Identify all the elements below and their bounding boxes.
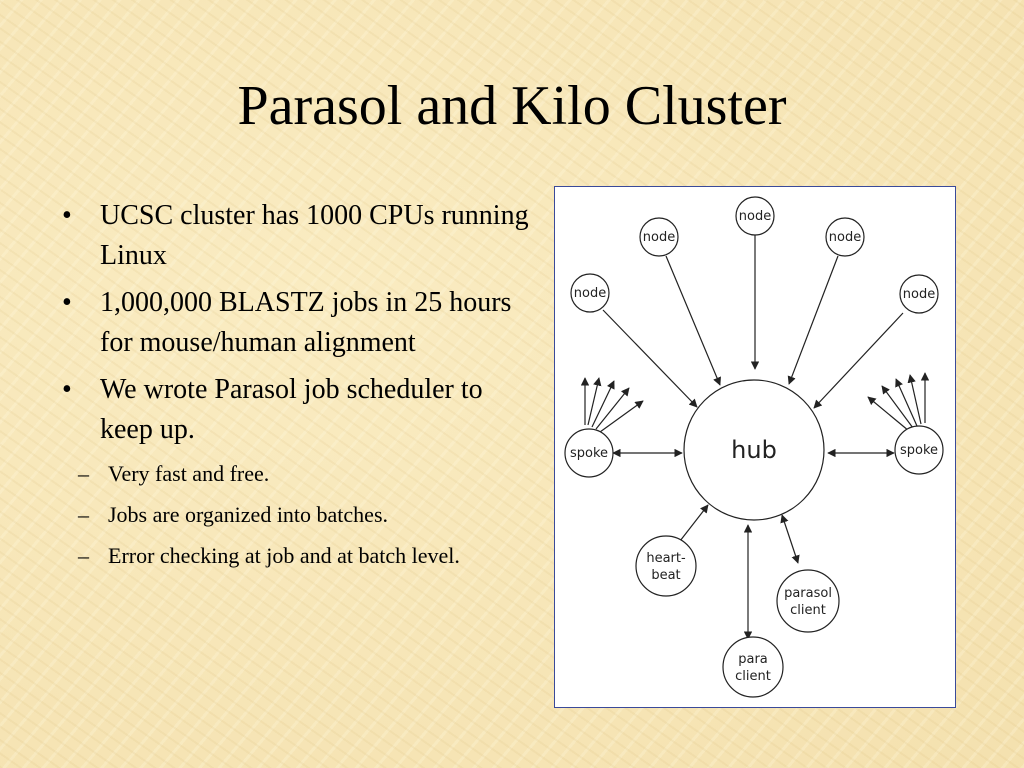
arrow-node-left — [602, 309, 698, 408]
bullet-item: We wrote Parasol job scheduler to keep u… — [62, 370, 542, 571]
bullet-item: UCSC cluster has 1000 CPUs running Linux — [62, 196, 542, 276]
fan-arrow — [907, 374, 922, 425]
node-circle — [899, 274, 939, 314]
fan-arrow — [591, 380, 615, 428]
slide-title: Parasol and Kilo Cluster — [237, 75, 787, 137]
arrow-node-right — [813, 312, 904, 409]
spoke-circle — [894, 425, 944, 475]
fan-arrow — [595, 387, 630, 430]
node-label: node — [903, 287, 935, 302]
bullet-text: 1,000,000 BLASTZ jobs in 25 hours for mo… — [100, 287, 512, 358]
sub-bullet-item: Very fast and free. — [62, 458, 542, 489]
sub-bullet-list: Very fast and free. Jobs are organized i… — [78, 458, 542, 571]
heartbeat-label: heart- — [646, 551, 686, 566]
node-label: node — [574, 286, 606, 301]
sub-bullet-item: Error checking at job and at batch level… — [62, 540, 542, 571]
para-client-circle — [722, 636, 784, 698]
arrow-node-upper-left — [665, 255, 721, 386]
spoke-label: spoke — [900, 443, 938, 458]
arrow-node-upper-right — [787, 255, 839, 385]
arrow-heartbeat — [679, 504, 709, 542]
para-client-label: client — [735, 669, 771, 684]
fan-arrow — [599, 400, 644, 433]
parasol-client-label: client — [790, 603, 826, 618]
node-label: node — [643, 230, 675, 245]
diagram-svg: hub node node node node node spoke spoke… — [564, 196, 944, 698]
heartbeat-label: beat — [651, 568, 680, 583]
parasol-client-label: parasol — [784, 586, 832, 601]
node-circle — [735, 196, 775, 236]
spoke-circle — [564, 428, 614, 478]
hub-circle — [683, 379, 825, 521]
bullet-text: UCSC cluster has 1000 CPUs running Linux — [100, 200, 529, 271]
fan-arrow — [867, 396, 910, 432]
parasol-client-circle — [776, 569, 840, 633]
fan-arrow — [881, 385, 914, 429]
fan-arrow — [895, 378, 918, 427]
node-circle — [825, 217, 865, 257]
bullet-list: UCSC cluster has 1000 CPUs running Linux… — [62, 196, 542, 581]
para-client-label: para — [738, 652, 768, 667]
arrow-parasol-client — [780, 514, 800, 564]
node-label: node — [739, 209, 771, 224]
fan-arrow — [587, 377, 602, 426]
node-circle — [639, 217, 679, 257]
heartbeat-circle — [635, 535, 697, 597]
hub-label: hub — [731, 436, 777, 464]
spoke-label: spoke — [570, 446, 608, 461]
bullet-text: We wrote Parasol job scheduler to keep u… — [100, 374, 483, 445]
bullet-item: 1,000,000 BLASTZ jobs in 25 hours for mo… — [62, 283, 542, 363]
node-label: node — [829, 230, 861, 245]
parasol-diagram: hub node node node node node spoke spoke… — [554, 186, 956, 708]
sub-bullet-item: Jobs are organized into batches. — [62, 499, 542, 530]
node-circle — [570, 273, 610, 313]
